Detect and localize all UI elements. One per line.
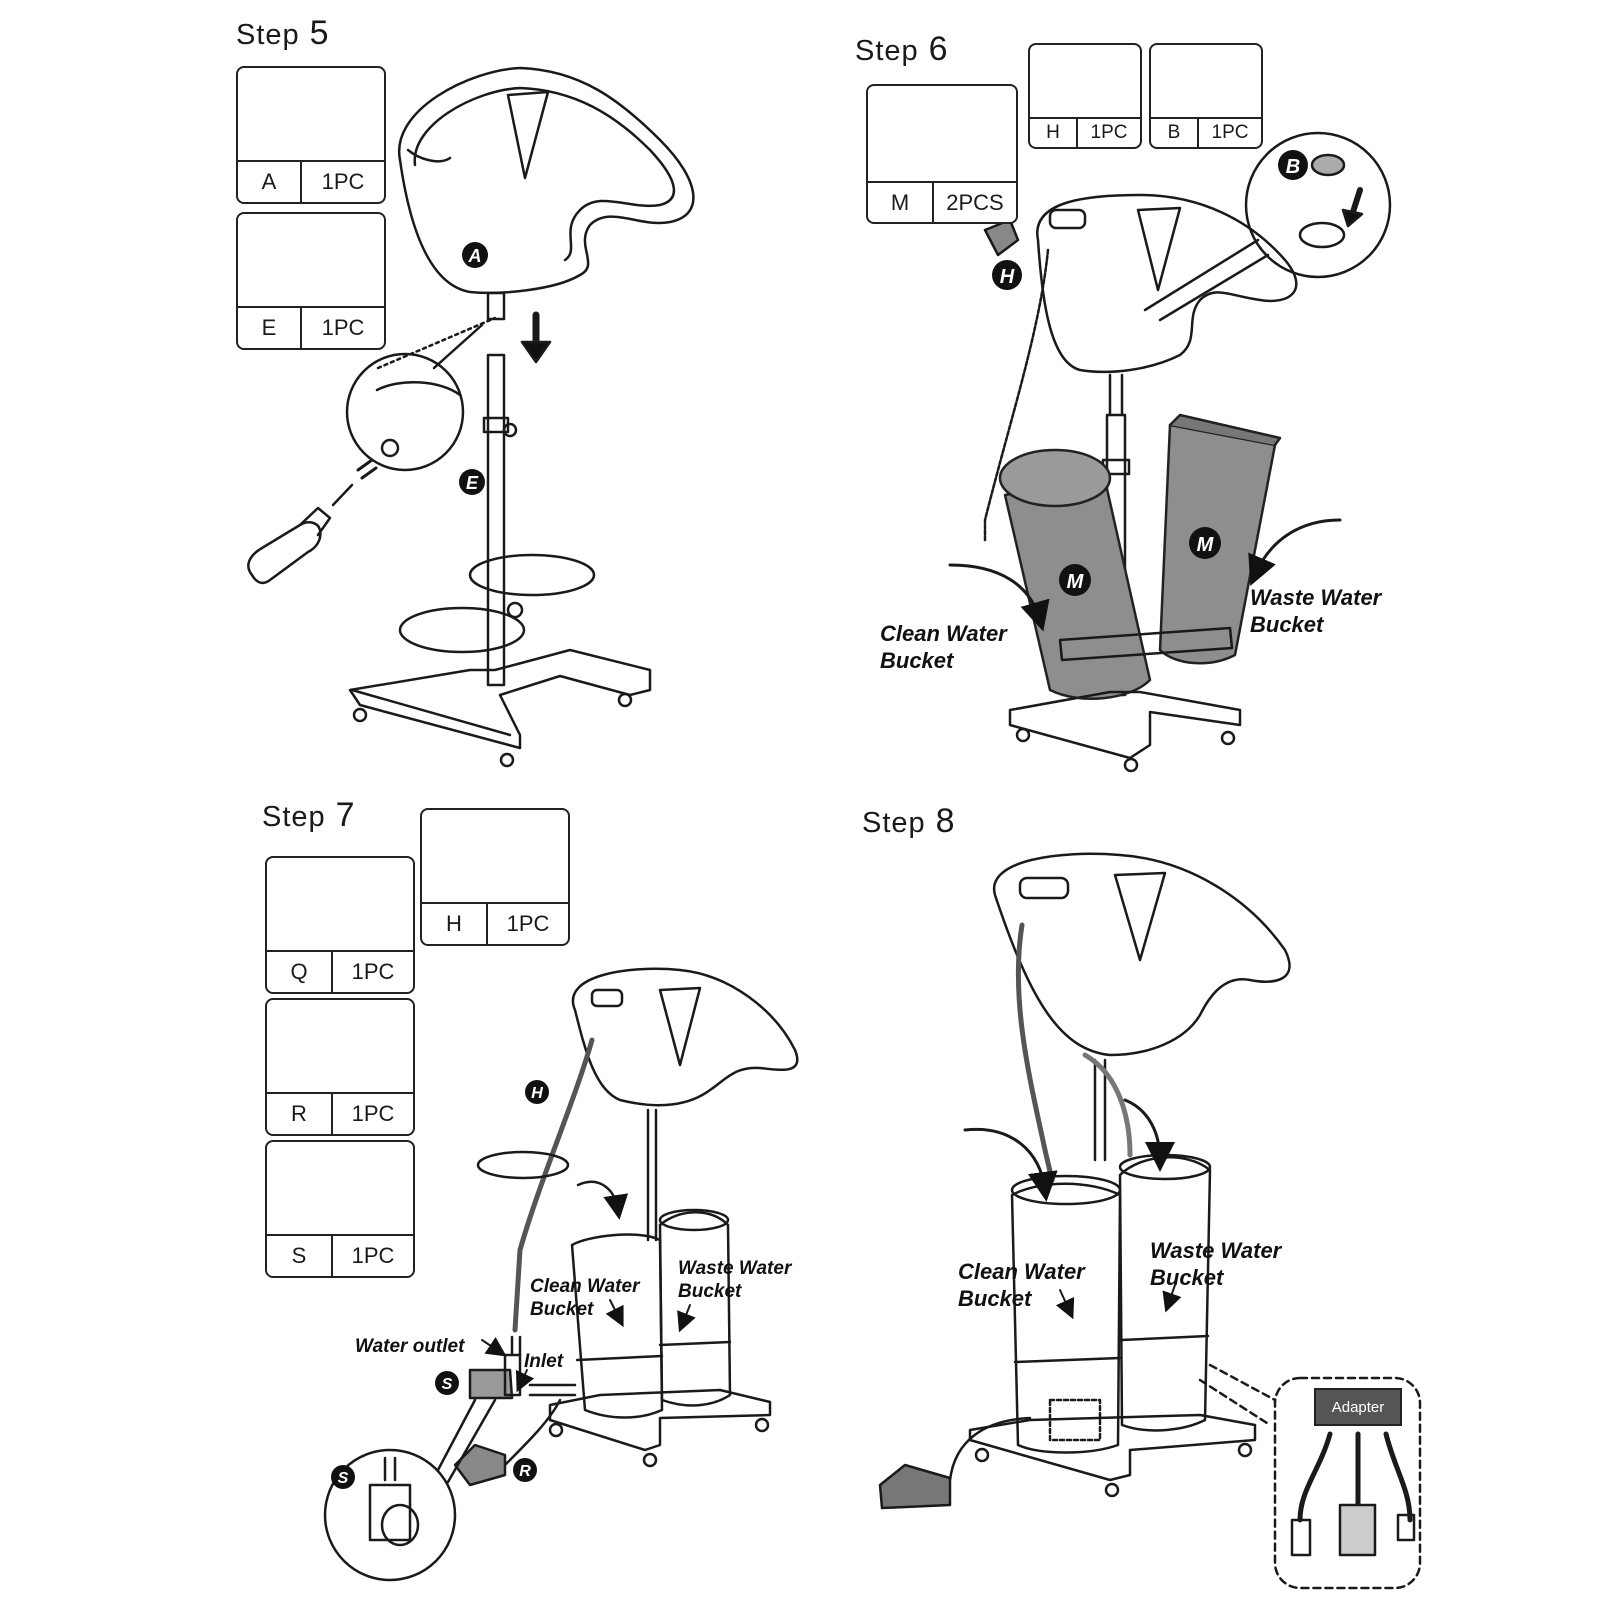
svg-text:S: S: [442, 1376, 453, 1393]
label-waste-water-bucket-step6: Waste Water Bucket: [1250, 585, 1382, 637]
basin-a: [397, 66, 695, 295]
svg-text:B: B: [1286, 156, 1300, 178]
badge-a: A: [462, 242, 488, 268]
step-5-illustration: [247, 66, 695, 768]
step-6-illustration: [948, 131, 1392, 773]
badge-e: E: [459, 469, 485, 495]
badge-b: B: [1278, 150, 1308, 180]
svg-text:M: M: [1067, 571, 1085, 593]
badge-h-step6: H: [992, 260, 1022, 290]
svg-text:A: A: [468, 246, 482, 266]
label-water-outlet: Water outlet: [355, 1336, 465, 1357]
badge-h-step7: H: [525, 1080, 549, 1104]
adapter-label: Adapter: [1314, 1388, 1402, 1426]
label-clean-water-bucket-step8: Clean Water Bucket: [958, 1259, 1085, 1311]
badge-s-zoom: S: [331, 1465, 355, 1489]
svg-text:M: M: [1197, 534, 1215, 556]
svg-text:H: H: [1000, 266, 1015, 288]
svg-text:H: H: [531, 1085, 543, 1102]
label-waste-water-bucket-step7: Waste Water Bucket: [678, 1258, 792, 1302]
badge-r: R: [513, 1458, 537, 1482]
step-7-illustration: [323, 967, 799, 1582]
svg-text:E: E: [466, 473, 479, 493]
label-inlet: Inlet: [524, 1351, 564, 1372]
adapter-callout-box: [1273, 1376, 1422, 1590]
label-clean-water-bucket-step7: Clean Water Bucket: [530, 1276, 640, 1320]
badge-m-clean: M: [1059, 564, 1091, 596]
svg-text:R: R: [519, 1463, 531, 1480]
label-waste-water-bucket-step8: Waste Water Bucket: [1150, 1238, 1282, 1290]
step-8-illustration: [878, 852, 1422, 1590]
label-clean-water-bucket-step6: Clean Water Bucket: [880, 621, 1007, 673]
badge-m-waste: M: [1189, 527, 1221, 559]
badge-s: S: [435, 1371, 459, 1395]
svg-text:S: S: [338, 1470, 349, 1487]
